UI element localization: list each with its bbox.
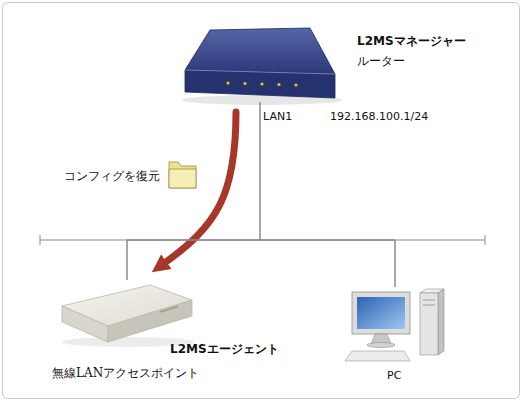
- node-heading: L2MSエージェント: [170, 342, 279, 357]
- access-point-node: L2MSエージェント無線LANアクセスポイント: [60, 280, 194, 344]
- frame: [3, 3, 520, 399]
- router-node: L2MSマネージャールーター: [185, 28, 335, 102]
- pc-illustration: [345, 289, 444, 361]
- router-illustration: [182, 28, 342, 105]
- lan-cable: [127, 102, 260, 280]
- node-caption: PC: [387, 368, 401, 383]
- lan-cable: [260, 102, 395, 287]
- lan-cable: [127, 240, 395, 287]
- pc-node: PC: [345, 287, 445, 365]
- edge-label: コンフィグを復元: [64, 169, 160, 184]
- port-label: LAN1: [263, 109, 292, 124]
- node-caption: ルーター: [357, 54, 405, 69]
- ip-address: 192.168.100.1/24: [330, 109, 428, 124]
- node-caption: 無線LANアクセスポイント: [52, 366, 199, 381]
- access-point-illustration: [62, 285, 194, 347]
- restore-arrow: [163, 112, 236, 264]
- node-heading: L2MSマネージャー: [357, 34, 466, 49]
- folder-icon: [169, 162, 196, 188]
